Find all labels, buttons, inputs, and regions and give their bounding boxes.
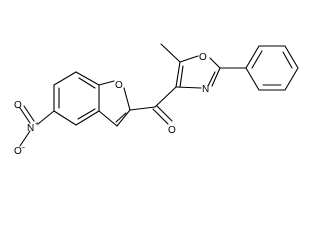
nitro-nitrogen-label: N xyxy=(27,123,34,134)
nitro-oxygen-top-label: O xyxy=(14,100,22,111)
nitro-nitrogen-charge: + xyxy=(35,121,39,128)
oxazole-nitrogen-label: N xyxy=(202,84,209,95)
benzene-ring xyxy=(53,71,100,126)
phenyl-ring xyxy=(219,45,299,91)
oxazole-ring xyxy=(175,55,221,89)
nitro-oxygen-bottom-label: O xyxy=(14,146,22,157)
chemical-structure: O O O N N + O O − xyxy=(14,43,299,157)
nitro-oxygen-bottom-charge: − xyxy=(21,145,25,152)
furan-ring xyxy=(98,80,131,127)
carbonyl-oxygen-label: O xyxy=(168,125,176,136)
nitro-group xyxy=(19,105,55,147)
carbonyl-group xyxy=(129,86,177,125)
oxazole-oxygen-label: O xyxy=(199,52,207,63)
furan-oxygen-label: O xyxy=(115,80,123,91)
methyl-bond xyxy=(160,43,181,63)
